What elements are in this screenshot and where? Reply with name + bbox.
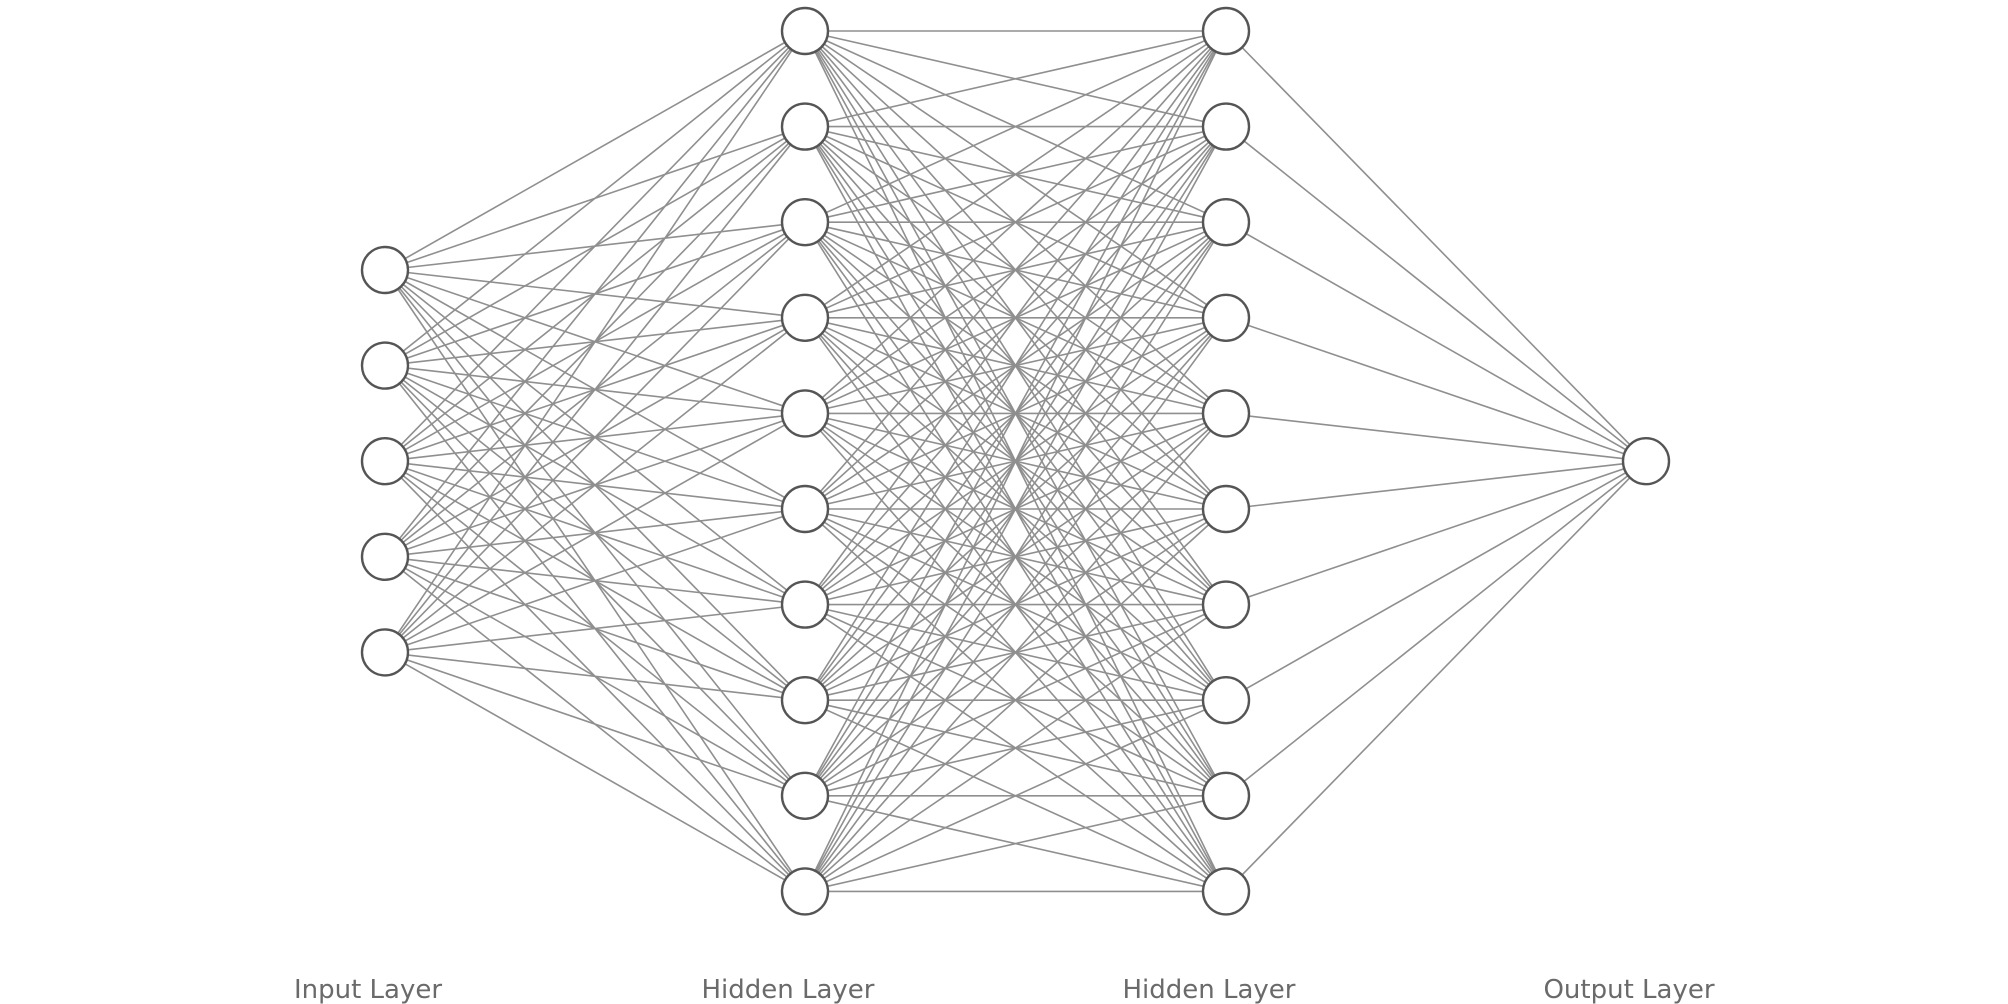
edge-l0-n4-to-l1-n6 bbox=[384, 603, 806, 654]
edge-l2-n8-to-l3-n0 bbox=[1225, 460, 1647, 797]
node-layer1-2 bbox=[780, 197, 830, 247]
edge-l1-n9-to-l2-n7 bbox=[804, 699, 1227, 893]
edge-l1-n8-to-l2-n0 bbox=[804, 30, 1227, 797]
node-layer2-5 bbox=[1201, 484, 1251, 534]
edge-l0-n1-to-l1-n0 bbox=[384, 30, 806, 367]
neurons bbox=[360, 6, 1671, 916]
node-layer0-2 bbox=[360, 437, 410, 486]
node-layer2-0 bbox=[1201, 6, 1251, 56]
node-layer1-3 bbox=[780, 293, 830, 342]
edge-l1-n9-to-l2-n3 bbox=[804, 317, 1227, 892]
node-layer1-1 bbox=[780, 102, 830, 151]
node-layer2-1 bbox=[1201, 102, 1251, 151]
node-layer1-7 bbox=[780, 676, 830, 725]
edge-l2-n9-to-l3-n0 bbox=[1225, 460, 1647, 892]
node-layer2-4 bbox=[1201, 389, 1251, 438]
edge-l0-n4-to-l1-n9 bbox=[384, 651, 806, 893]
edge-l1-n7-to-l2-n0 bbox=[804, 30, 1227, 701]
edge-l0-n4-to-l1-n1 bbox=[384, 126, 806, 653]
node-layer0-4 bbox=[360, 628, 410, 677]
node-layer0-3 bbox=[360, 532, 410, 581]
node-layer2-3 bbox=[1201, 293, 1251, 342]
edge-l1-n3-to-l2-n0 bbox=[804, 30, 1227, 319]
edge-l1-n9-to-l2-n0 bbox=[804, 30, 1227, 892]
node-layer1-5 bbox=[780, 484, 830, 534]
edge-l0-n4-to-l1-n3 bbox=[384, 317, 806, 654]
layer-label-1: Hidden Layer bbox=[701, 975, 874, 1004]
layer-label-0: Input Layer bbox=[294, 975, 442, 1004]
node-layer0-0 bbox=[360, 245, 410, 295]
edge-l1-n5-to-l2-n0 bbox=[804, 30, 1227, 510]
node-layer3-0 bbox=[1621, 437, 1671, 486]
edge-l2-n4-to-l3-n0 bbox=[1225, 412, 1647, 462]
edge-l1-n9-to-l2-n6 bbox=[804, 603, 1227, 893]
edge-l1-n2-to-l2-n0 bbox=[804, 30, 1227, 223]
edge-l1-n9-to-l2-n4 bbox=[804, 412, 1227, 892]
edge-l1-n9-to-l2-n1 bbox=[804, 126, 1227, 892]
node-layer2-9 bbox=[1201, 867, 1251, 916]
edge-l2-n0-to-l3-n0 bbox=[1225, 30, 1647, 462]
edge-l0-n4-to-l1-n7 bbox=[384, 651, 806, 701]
edge-l0-n4-to-l1-n4 bbox=[384, 412, 806, 654]
edge-l0-n4-to-l1-n5 bbox=[384, 508, 806, 654]
edge-l1-n9-to-l2-n5 bbox=[804, 508, 1227, 892]
node-layer1-8 bbox=[780, 771, 830, 820]
edge-l0-n3-to-l1-n0 bbox=[384, 30, 806, 558]
edge-l1-n4-to-l2-n0 bbox=[804, 30, 1227, 414]
edge-l0-n4-to-l1-n2 bbox=[384, 221, 806, 653]
edge-l2-n2-to-l3-n0 bbox=[1225, 221, 1647, 462]
edge-l2-n3-to-l3-n0 bbox=[1225, 317, 1647, 462]
edge-l1-n6-to-l2-n0 bbox=[804, 30, 1227, 606]
layer-labels: Input Layer Hidden Layer Hidden Layer Outpu… bbox=[294, 975, 1715, 1004]
edge-l0-n0-to-l1-n0 bbox=[384, 30, 806, 271]
edge-l1-n9-to-l2-n8 bbox=[804, 795, 1227, 893]
edge-l1-n1-to-l2-n0 bbox=[804, 30, 1227, 128]
node-layer1-6 bbox=[780, 580, 830, 629]
edge-l1-n9-to-l2-n2 bbox=[804, 221, 1227, 892]
edge-l2-n1-to-l3-n0 bbox=[1225, 125, 1647, 462]
edge-l0-n2-to-l1-n0 bbox=[384, 30, 806, 462]
node-layer1-0 bbox=[780, 6, 830, 56]
node-layer2-6 bbox=[1201, 580, 1251, 629]
edge-l2-n6-to-l3-n0 bbox=[1225, 460, 1647, 606]
edge-l0-n4-to-l1-n0 bbox=[384, 30, 806, 653]
edge-l2-n7-to-l3-n0 bbox=[1225, 460, 1647, 701]
edge-l0-n4-to-l1-n8 bbox=[384, 651, 806, 797]
node-layer0-1 bbox=[360, 341, 410, 390]
layer-label-3: Output Layer bbox=[1543, 975, 1714, 1004]
node-layer2-7 bbox=[1201, 676, 1251, 725]
layer-label-2: Hidden Layer bbox=[1122, 975, 1295, 1004]
connections bbox=[384, 30, 1647, 893]
node-layer2-2 bbox=[1201, 197, 1251, 247]
node-layer1-4 bbox=[780, 389, 830, 438]
node-layer2-8 bbox=[1201, 771, 1251, 820]
node-layer1-9 bbox=[780, 867, 830, 916]
edge-l2-n5-to-l3-n0 bbox=[1225, 460, 1647, 510]
